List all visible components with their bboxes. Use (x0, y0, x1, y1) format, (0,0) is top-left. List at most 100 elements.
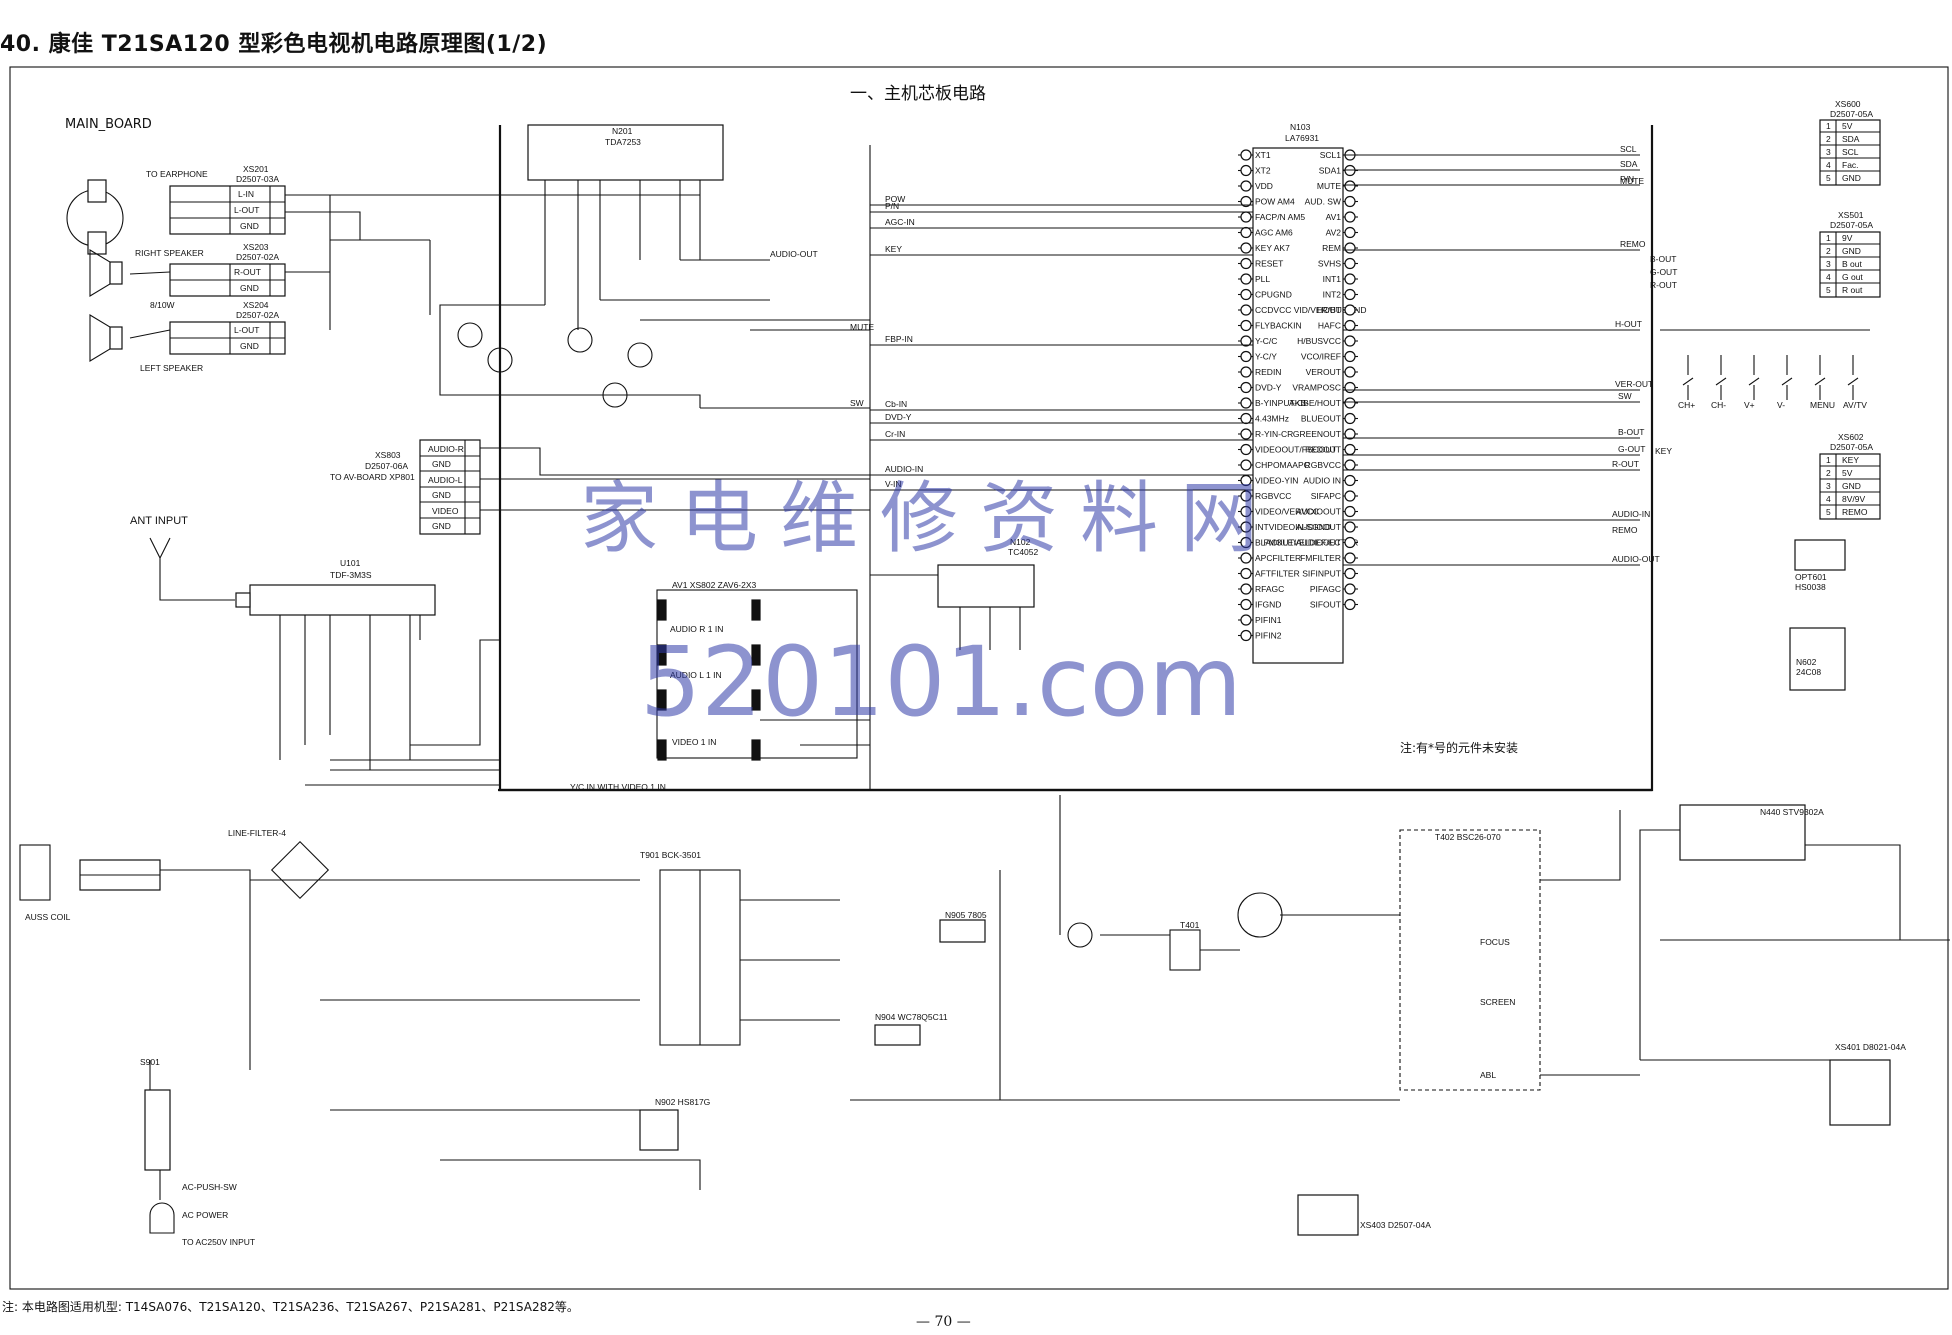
n103-pin-marker (1344, 459, 1356, 471)
n103-left-pin-label: DVD-Y (1255, 383, 1282, 393)
page-title: 40. 康佳 T21SA120 型彩色电视机电路原理图(1/2) (0, 32, 548, 57)
n103-left-pin-label: B-YINPUT-CB (1255, 398, 1309, 408)
n103-right-pin-label: AV2 (1326, 228, 1342, 238)
n103-right-pin-label: H/BUSVCC (1297, 336, 1341, 346)
av1-audio-r-label: AUDIO R 1 IN (670, 624, 723, 634)
n905-regulator (939, 919, 986, 943)
xs803-destination: TO AV-BOARD XP801 (330, 472, 415, 482)
ac-power-label: AC POWER (182, 1210, 228, 1220)
connector-pin-label: 5V (1842, 468, 1853, 478)
n103-left-pin-label: KEY AK7 (1255, 243, 1290, 253)
n103-right-pin-label: SVHS (1318, 259, 1341, 269)
n103-left-pin-label: PIFIN1 (1255, 615, 1282, 625)
n103-pin-marker (1240, 583, 1252, 595)
signal-label: R-OUT (1650, 280, 1677, 290)
xs803-pin-6: GND (432, 521, 451, 531)
opt601-ir-receiver (1794, 539, 1846, 571)
n103-right-pin-label: PIFAGC (1310, 584, 1341, 594)
n103-right-pin-label: REM (1322, 243, 1341, 253)
connector-pin-number: 3 (1826, 147, 1831, 157)
xs201-pin-2: L-OUT (234, 205, 260, 215)
connector-pin-label: GND (1842, 246, 1861, 256)
key-switch-label: AV/TV (1843, 400, 1867, 410)
n103-left-pin-label: RGBVCC (1255, 491, 1291, 501)
xs201-part: D2507-03A (236, 174, 279, 184)
n602-ref: N602 (1796, 657, 1817, 667)
n103-pin-marker (1344, 381, 1356, 394)
xs201-pin-3: GND (240, 221, 259, 231)
signal-bus (760, 145, 1253, 790)
n103-left-pin-label: FLYBACKIN (1255, 321, 1302, 331)
tuner-block: ANT INPUT U101 TDF-3M3S (130, 515, 500, 786)
n103-pin-marker (1240, 257, 1252, 270)
n103-pin-marker (1240, 288, 1252, 301)
n103-left-pin-label: VIDEOOUT/FSCOUT (1255, 445, 1337, 455)
ac-input-label: TO AC250V INPUT (182, 1237, 255, 1247)
xs204-pin-1: L-OUT (234, 325, 260, 335)
xs803-pins: AUDIO-R GND AUDIO-L GND VIDEO GND (420, 444, 480, 531)
xs403-connector (1297, 1194, 1359, 1236)
n103-left-pin-label: AGC AM6 (1255, 228, 1293, 238)
xs803-connector-block: XS803 D2507-06A TO AV-BOARD XP801 AUDIO-… (330, 439, 870, 535)
n103-left-pin-label: VDD (1255, 181, 1273, 191)
xs204-ref: XS204 (243, 300, 269, 310)
connector-pin-number: 5 (1826, 285, 1831, 295)
signal-label: SW (1618, 391, 1632, 401)
right-signal-bus (1343, 154, 1640, 566)
n103-pin-marker (1344, 567, 1356, 580)
key-switch-label: V+ (1744, 400, 1755, 410)
xs803-pin-1: AUDIO-R (428, 444, 464, 454)
signal-label: V-IN (885, 479, 902, 489)
n103-ic (1252, 147, 1344, 664)
yc-input-label: Y/C IN WITH VIDEO 1 IN (570, 782, 666, 792)
n103-pin-marker (1240, 149, 1252, 161)
focus-label: FOCUS (1480, 937, 1510, 947)
watermark-text: 家电维修资料网 (580, 474, 1280, 564)
key-switch-label: CH- (1711, 400, 1726, 410)
signal-label: G-OUT (1618, 444, 1645, 454)
connector-pin-label: 8V/9V (1842, 494, 1865, 504)
xs201-ref: XS201 (243, 164, 269, 174)
schematic-frame (9, 66, 1949, 1290)
antenna-icon (149, 537, 171, 578)
n102-switch: N102 TC4052 (937, 537, 1039, 650)
signal-label: P/N (1620, 174, 1634, 184)
xs803-pin-2: GND (432, 459, 451, 469)
n103-pin-marker (1344, 335, 1356, 347)
n103-left-pin-label: VIDEO/VERVCC (1255, 507, 1319, 517)
n103-pin-marker (1344, 536, 1356, 549)
n103-right-pin-label: FMFILTER (1300, 553, 1341, 563)
ac-plug-icon (149, 1202, 175, 1234)
n103-pin-marker (1344, 319, 1356, 332)
n103-right-pin-label: SCL1 (1320, 150, 1342, 160)
left-speaker-icon (89, 314, 111, 362)
connector-pin-number: 2 (1826, 134, 1831, 144)
n103-pin-marker (1344, 583, 1356, 595)
n201-ref: N201 (612, 126, 633, 136)
n103-left-pin-label: Y-C/Y (1255, 352, 1277, 362)
connector-pin-number: 5 (1826, 173, 1831, 183)
n103-right-pin-label: RGBVCC (1305, 460, 1341, 470)
n103-right-pin-label: GREENOUT (1293, 429, 1341, 439)
n103-left-pin-label: R-YIN-CR (1255, 429, 1293, 439)
n103-right-pin-label: VRAMPOSC (1292, 383, 1341, 393)
n103-right-pin-label: SIFAPC (1311, 491, 1341, 501)
n103-pin-marker (1240, 428, 1252, 440)
signal-label: Cr-IN (885, 429, 905, 439)
n103-right-pin-label: REDOUT (1305, 445, 1341, 455)
n103-left-pin-label: POW AM4 (1255, 197, 1295, 207)
signal-label: REMO (1620, 239, 1646, 249)
key-switch-label: MENU (1810, 400, 1835, 410)
signal-label: FBP-IN (885, 334, 913, 344)
n103-left-pin-label: VIDEO-YIN (1255, 476, 1298, 486)
connector-pin-label: SDA (1842, 134, 1860, 144)
key-switch-label: CH+ (1678, 400, 1695, 410)
n103-pin-marker (1344, 257, 1356, 270)
n103-right-pin-label: VEROUT (1306, 367, 1341, 377)
xs201-connector (169, 185, 286, 235)
connector-pin-number: 3 (1826, 259, 1831, 269)
n103-pin-marker (1240, 505, 1252, 518)
xs600-part: D2507-05A (1830, 109, 1873, 119)
